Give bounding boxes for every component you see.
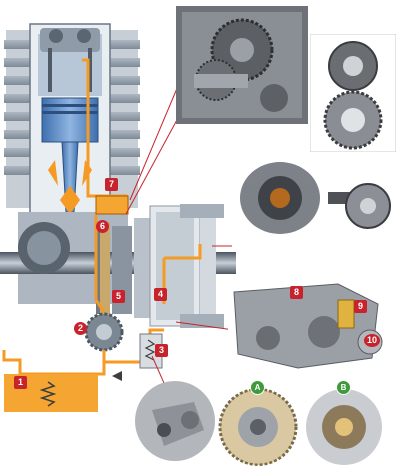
callout-8: 8: [290, 286, 303, 299]
oil-flow-arrow-icon: [112, 371, 122, 381]
callout-7: 7: [105, 178, 118, 191]
clutch-housing: [149, 204, 224, 328]
callout-3: 3: [155, 344, 168, 357]
photo-timing-gear-crankcase: [176, 6, 308, 124]
gear-stack: [100, 218, 150, 318]
oil-pump-gear: [84, 312, 124, 352]
callout-6: 6: [96, 220, 109, 233]
piston: [41, 97, 99, 143]
oil-filter: [95, 195, 129, 215]
photo-leader-lines: [125, 85, 238, 393]
photo-separate-gears: [310, 34, 396, 152]
badge-a: A: [250, 380, 265, 395]
callout-5: 5: [112, 290, 125, 303]
callout-2: 2: [74, 322, 87, 335]
callout-4: 4: [154, 288, 167, 301]
callout-9: 9: [354, 300, 367, 313]
badge-b: B: [336, 380, 351, 395]
photo-pump-gear-a: [218, 388, 298, 466]
callout-1: 1: [14, 376, 27, 389]
photo-clutch-components: [232, 156, 398, 248]
callout-10: 10: [364, 334, 380, 347]
photo-pump-rotor-b: [304, 388, 384, 466]
photo-crankcase-half: [228, 278, 398, 372]
photo-pump-cover: [134, 380, 216, 462]
